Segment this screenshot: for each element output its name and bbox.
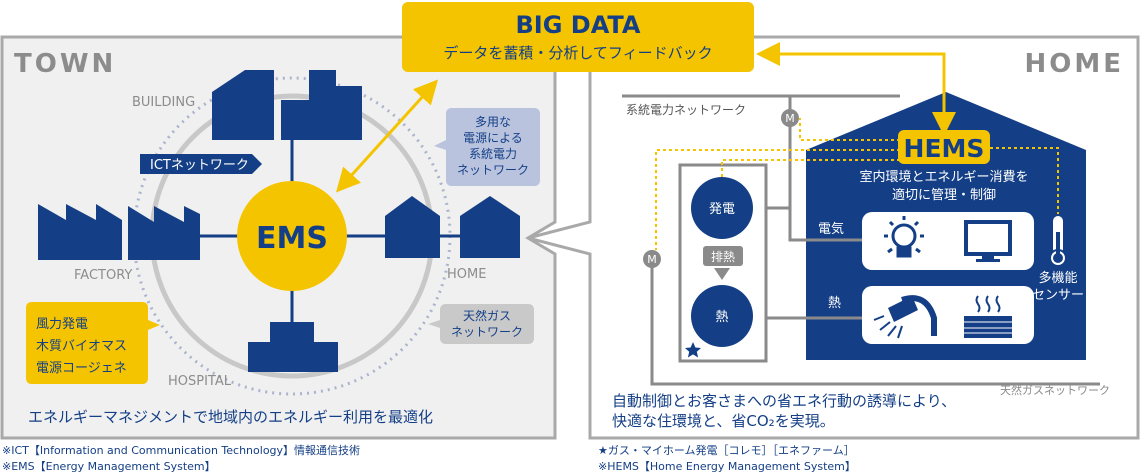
meter-left — [643, 250, 661, 268]
monitor-icon — [964, 220, 1012, 262]
sensor-label-line-2: センサー — [1032, 288, 1084, 303]
multi-power-line-4: ネットワーク — [457, 163, 529, 177]
footnote-ems: ※EMS【Energy Management System】 — [2, 460, 216, 473]
building-label: BUILDING — [132, 95, 195, 110]
multi-power-line-3: 系統電力 — [469, 147, 517, 161]
factory-icon — [38, 204, 200, 260]
footnote-ict: ※ICT【Information and Communication Techn… — [2, 444, 360, 457]
hospital-icon — [248, 322, 338, 372]
heat-circle — [691, 285, 753, 347]
thermometer-icon — [1049, 214, 1067, 267]
town-title: TOWN — [14, 49, 116, 79]
home-gas-network-label: 天然ガスネットワーク — [1000, 383, 1110, 397]
grid-network-label: 系統電力ネットワーク — [626, 103, 746, 117]
ems-bigdata-arrow — [335, 79, 439, 193]
power-lines — [650, 96, 1100, 386]
hems-bigdata-arrow — [756, 42, 956, 136]
home-title: HOME — [1025, 49, 1125, 79]
factory-label: FACTORY — [74, 268, 132, 283]
power-source-biomass: 木質バイオマス — [36, 339, 127, 354]
waste-heat-arrow — [714, 268, 730, 280]
home-caption-line-2: 快適な住環境と、省CO₂を実現。 — [612, 412, 835, 430]
meter-left-label: M — [647, 253, 657, 266]
gas-network-line-1: 天然ガス — [463, 308, 511, 323]
multi-power-callout — [434, 108, 540, 186]
hospital-label: HOSPITAL — [168, 374, 232, 389]
multi-power-line-1: 多用な — [475, 115, 511, 129]
power-source-wind: 風力発電 — [36, 317, 88, 332]
power-sources-callout — [26, 302, 160, 384]
house-icon — [385, 196, 520, 258]
shower-icon — [873, 295, 937, 339]
star-icon — [685, 342, 701, 358]
hems-badge — [898, 130, 990, 164]
heat-line-label: 熱 — [828, 296, 841, 311]
gas-network-callout — [428, 304, 534, 344]
town-caption: エネルギーマネジメントで地域内のエネルギー利用を最適化 — [28, 408, 433, 426]
hems-label: HEMS — [904, 134, 985, 163]
gas-network-line-2: ネットワーク — [451, 325, 523, 339]
bath-icon — [964, 295, 1012, 338]
waste-heat-tag — [703, 246, 743, 266]
power-source-cogeneration: 電源コージェネ — [36, 361, 127, 376]
generation-label: 発電 — [709, 202, 735, 217]
ict-network-tag — [140, 154, 262, 174]
big-data-subtitle: データを蓄積・分析してフィードバック — [443, 44, 712, 62]
hems-desc-line-2: 適切に管理・制御 — [892, 187, 996, 203]
lightbulb-icon — [884, 216, 924, 258]
generation-circle — [691, 177, 753, 239]
home-label-town: HOME — [447, 267, 486, 282]
waste-heat-label: 排熱 — [711, 250, 735, 264]
multi-power-line-2: 電源による — [463, 131, 523, 145]
meter-top-label: M — [785, 112, 795, 125]
heat-label: 熱 — [715, 310, 728, 325]
ict-network-label: ICTネットワーク — [150, 158, 249, 173]
hems-desc-line-1: 室内環境とエネルギー消費を — [859, 169, 1028, 185]
ems-circle — [237, 181, 347, 291]
footnote-hems: ※HEMS【Home Energy Management System】 — [598, 460, 856, 473]
sensor-label-line-1: 多機能 — [1038, 270, 1077, 286]
big-data-title: BIG DATA — [516, 11, 641, 39]
big-data-box — [402, 2, 754, 72]
ems-label: EMS — [256, 221, 328, 256]
home-caption-line-1: 自動制御とお客さまへの省エネ行動の誘導により、 — [612, 392, 956, 410]
electricity-label: 電気 — [818, 221, 844, 237]
footnote-mini-home-power: ★ガス・マイホーム発電［コレモ］［エネファーム］ — [598, 443, 855, 457]
